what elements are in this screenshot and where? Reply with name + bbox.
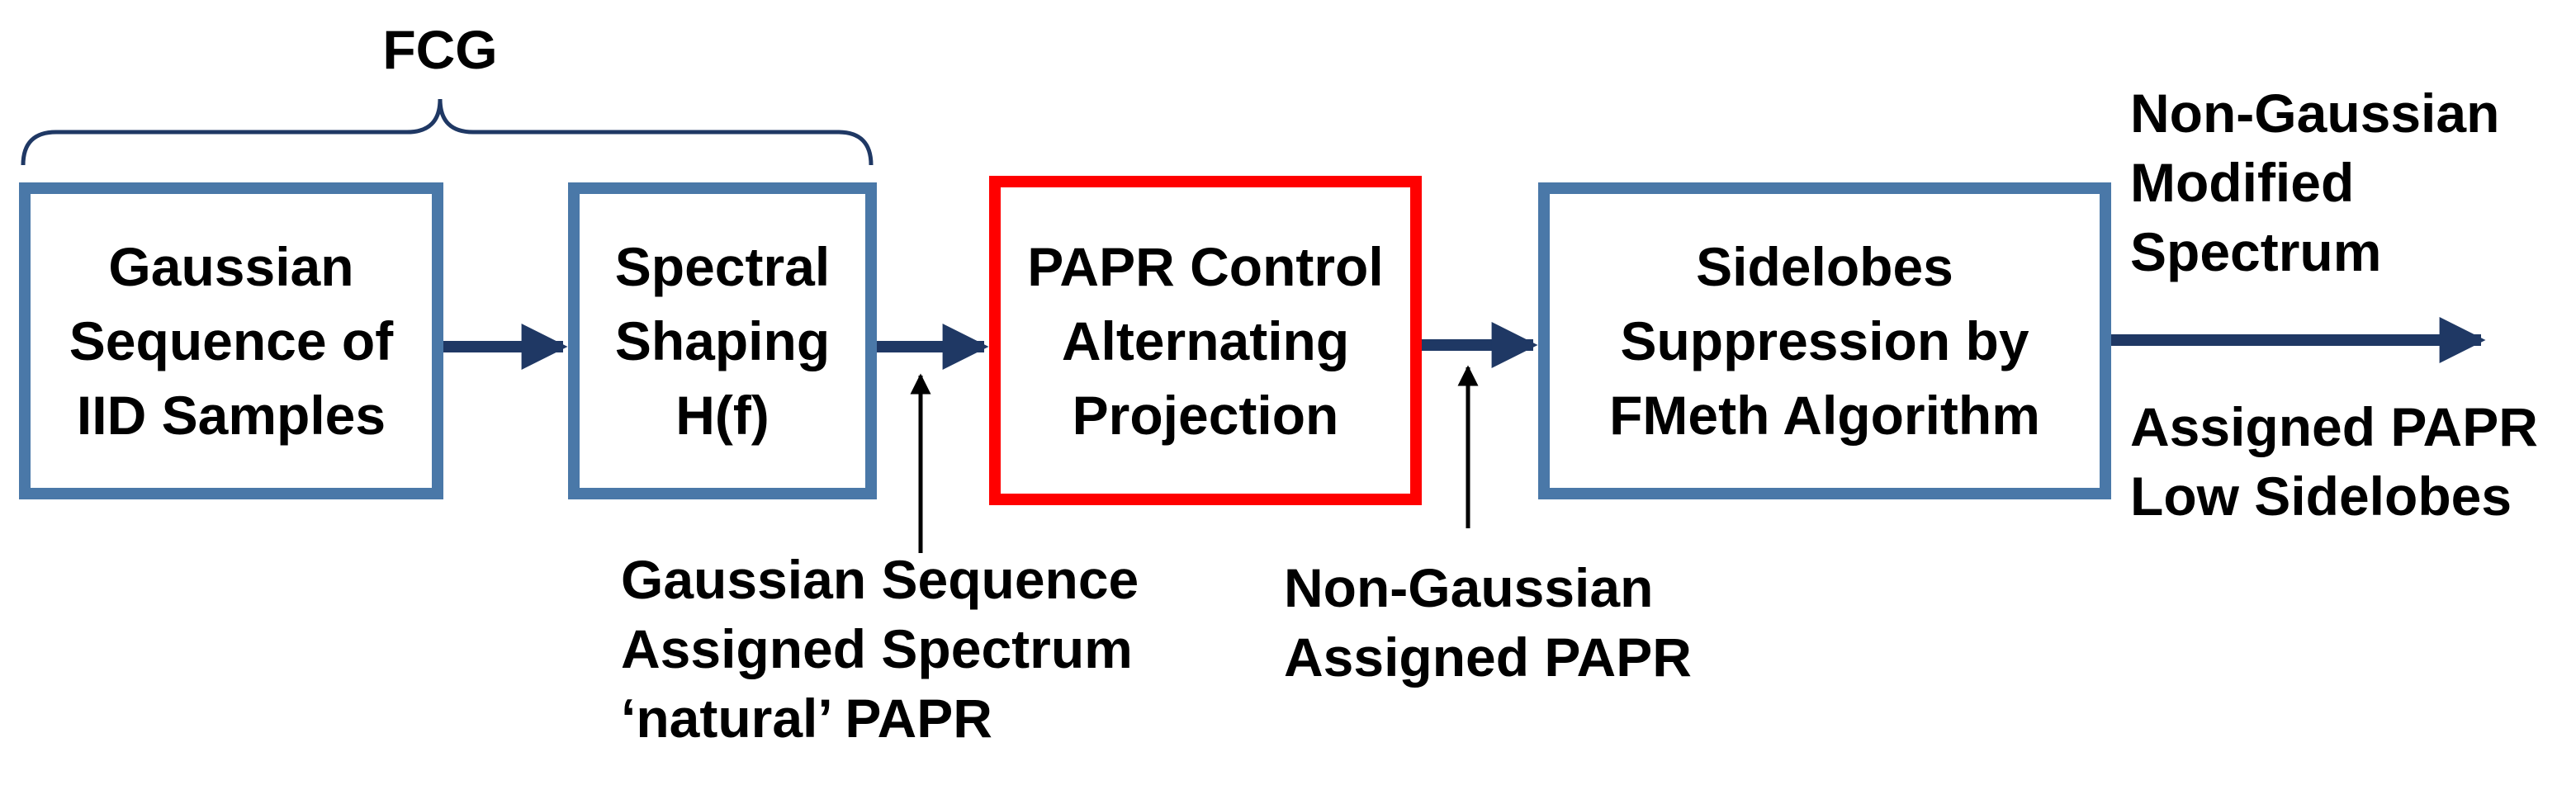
sidelobes-suppression-block: [1538, 182, 2111, 499]
annotation-after-papr: Non-Gaussian Assigned PAPR: [1284, 553, 1692, 692]
gaussian-line-2: Sequence of: [69, 310, 394, 371]
sidelobes-line-1: Sidelobes: [1696, 236, 1953, 297]
gaussian-block: [19, 182, 443, 499]
sidelobes-block-text: Sidelobes Suppression by FMeth Algorithm: [1550, 194, 2100, 488]
fcg-brace: [21, 98, 874, 166]
spectral-block-text: Spectral Shaping H(f): [580, 194, 865, 488]
gaussian-block-text: Gaussian Sequence of IID Samples: [31, 194, 432, 488]
fcg-label: FCG: [382, 19, 498, 80]
annotation-after-spectral-line-1: Gaussian Sequence: [621, 549, 1139, 610]
spectral-line-3: H(f): [675, 385, 769, 446]
papr-line-3: Projection: [1072, 384, 1339, 446]
annotation-output-top-line-1: Non-Gaussian: [2130, 83, 2500, 144]
gaussian-line-3: IID Samples: [76, 385, 386, 446]
papr-block-text: PAPR Control Alternating Projection: [1001, 187, 1410, 494]
gaussian-line-1: Gaussian: [108, 236, 354, 297]
annotation-after-spectral-line-2: Assigned Spectrum: [621, 618, 1133, 679]
annotation-after-papr-line-1: Non-Gaussian: [1284, 557, 1654, 618]
annotation-output-top-line-2: Modified: [2130, 152, 2355, 213]
papr-line-1: PAPR Control: [1027, 235, 1384, 297]
annotation-output-bottom-line-1: Assigned PAPR: [2130, 396, 2538, 457]
papr-control-block: [989, 176, 1422, 505]
annotation-after-papr-line-2: Assigned PAPR: [1284, 627, 1692, 688]
annotation-output-bottom-line-2: Low Sidelobes: [2130, 466, 2512, 527]
sidelobes-line-3: FMeth Algorithm: [1609, 385, 2040, 446]
annotation-after-spectral: Gaussian Sequence Assigned Spectrum ‘nat…: [621, 545, 1139, 753]
spectral-line-2: Shaping: [614, 310, 831, 371]
annotation-output-top-line-3: Spectrum: [2130, 221, 2382, 282]
annotation-after-spectral-line-3: ‘natural’ PAPR: [621, 688, 992, 749]
spectral-line-1: Spectral: [614, 236, 831, 297]
annotation-output-top: Non-Gaussian Modified Spectrum: [2130, 78, 2499, 286]
papr-line-2: Alternating: [1061, 310, 1350, 371]
spectral-shaping-block: [568, 182, 877, 499]
annotation-output-bottom: Assigned PAPR Low Sidelobes: [2130, 392, 2538, 531]
sidelobes-line-2: Suppression by: [1620, 310, 2029, 371]
